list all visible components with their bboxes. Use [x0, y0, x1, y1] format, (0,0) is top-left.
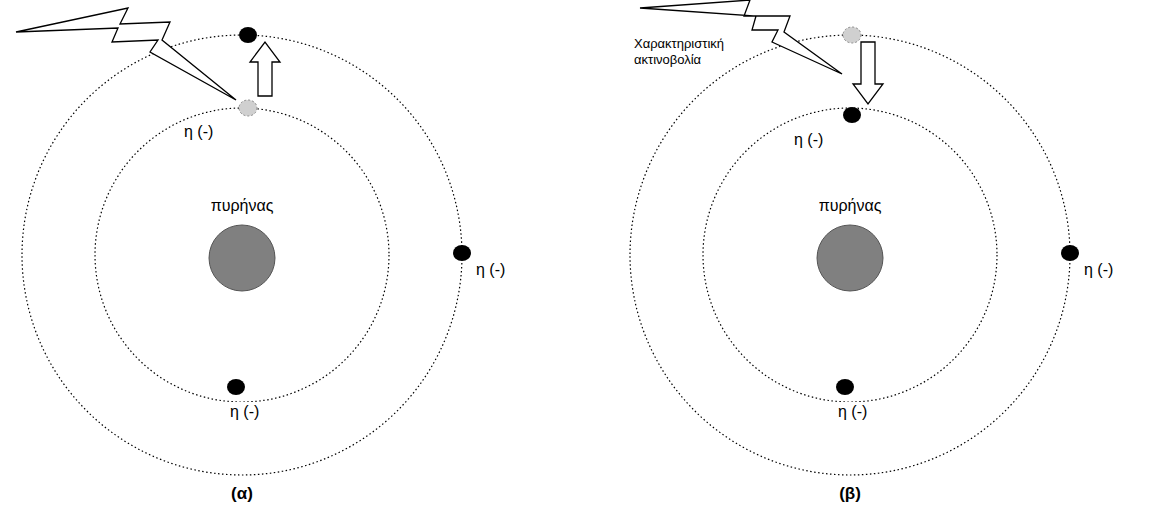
vacancy — [843, 27, 861, 43]
electron-label: η (-) — [474, 260, 507, 279]
inner-shell — [95, 108, 389, 402]
electron — [836, 379, 854, 395]
electron — [843, 107, 861, 123]
electron — [239, 27, 257, 43]
electron — [453, 245, 471, 261]
transition-arrow — [853, 42, 883, 104]
electron-label: η (-) — [182, 122, 215, 141]
electron-label: η (-) — [1082, 260, 1115, 279]
vacancy — [239, 100, 257, 116]
nucleus — [817, 225, 883, 291]
electron-label: η (-) — [228, 402, 261, 421]
electron-label: η (-) — [836, 402, 869, 421]
lightning-bolt — [16, 8, 236, 100]
outer-shell — [22, 35, 462, 475]
outer-shell — [630, 35, 1070, 475]
electron — [227, 379, 245, 395]
transition-arrow — [250, 42, 280, 96]
electron — [1061, 245, 1079, 261]
nucleus — [209, 225, 275, 291]
figure-caption: (α) — [229, 484, 255, 504]
electron-label: η (-) — [792, 130, 825, 149]
nucleus-label: πυρήνας — [817, 196, 884, 215]
radiation-label: Χαρακτηριστική ακτινοβολία — [632, 36, 732, 67]
inner-shell — [703, 108, 997, 402]
figure-caption: (β) — [837, 484, 863, 504]
nucleus-label: πυρήνας — [209, 196, 276, 215]
